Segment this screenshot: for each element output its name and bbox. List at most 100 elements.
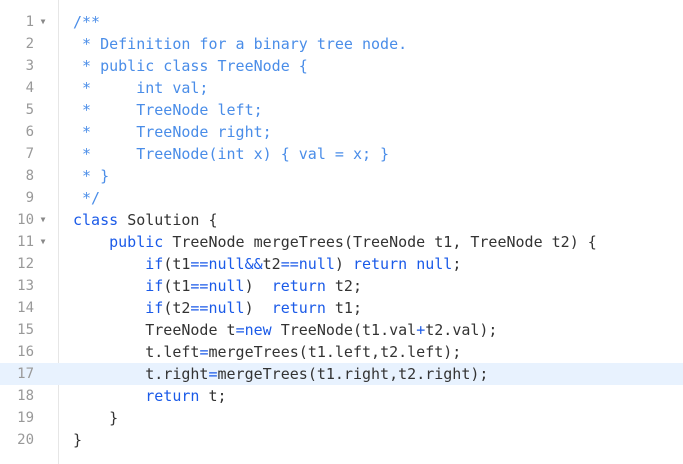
- code-token: val: [452, 321, 480, 339]
- code-token: mergeTrees: [208, 343, 299, 361]
- code-token: TreeNode: [145, 321, 218, 339]
- code-line[interactable]: 15 TreeNode t=new TreeNode(t1.val+t2.val…: [0, 319, 683, 341]
- code-token: t: [226, 321, 236, 339]
- code-token: [73, 409, 109, 427]
- code-token: ;: [217, 387, 227, 405]
- code-token: [254, 277, 272, 295]
- code-line[interactable]: 10▼class Solution {: [0, 209, 683, 231]
- keyword-token: return: [145, 387, 200, 405]
- code-token: mergeTrees: [217, 365, 308, 383]
- operator-token: &&: [244, 255, 263, 273]
- code-token: right: [343, 365, 390, 383]
- code-token: mergeTrees: [253, 233, 344, 251]
- code-line[interactable]: 3 * public class TreeNode {: [0, 55, 683, 77]
- line-number: 13: [17, 278, 34, 294]
- code-text: /**: [73, 11, 100, 33]
- line-number: 8: [25, 168, 34, 184]
- code-token: t1: [316, 365, 335, 383]
- comment-text: * TreeNode(int x) { val = x; }: [73, 145, 390, 163]
- code-token: .: [154, 343, 164, 361]
- line-number: 20: [17, 432, 34, 448]
- code-line[interactable]: 11▼ public TreeNode mergeTrees(TreeNode …: [0, 231, 683, 253]
- code-token: }: [109, 409, 119, 427]
- code-token: ;: [352, 277, 362, 295]
- line-number: 10: [17, 212, 34, 228]
- code-token: [326, 277, 335, 295]
- code-line[interactable]: 20}: [0, 429, 683, 451]
- code-token: t1: [362, 321, 381, 339]
- line-number: 3: [25, 58, 34, 74]
- code-text: if(t1==null) return t2;: [73, 275, 362, 297]
- comment-text: * }: [73, 167, 110, 185]
- code-token: (: [343, 233, 353, 251]
- code-line[interactable]: 13 if(t1==null) return t2;: [0, 275, 683, 297]
- fold-chevron-icon[interactable]: ▼: [40, 17, 46, 26]
- code-token: t1: [307, 343, 326, 361]
- line-number: 5: [25, 102, 34, 118]
- code-line[interactable]: 1 ▼ /**: [0, 11, 683, 33]
- code-line[interactable]: 6 * TreeNode right;: [0, 121, 683, 143]
- code-line[interactable]: 14 if(t2==null) return t1;: [0, 297, 683, 319]
- keyword-token: public: [109, 233, 164, 251]
- code-token: t2: [425, 321, 444, 339]
- code-token: left: [407, 343, 444, 361]
- code-token: [254, 299, 272, 317]
- line-number: 4: [25, 80, 34, 96]
- code-token: .: [334, 365, 344, 383]
- code-token: .: [416, 365, 426, 383]
- code-token: {: [208, 211, 218, 229]
- code-token: TreeNode: [172, 233, 245, 251]
- code-token: [163, 233, 172, 251]
- comment-text: /**: [73, 13, 101, 31]
- keyword-token: null: [416, 255, 453, 273]
- line-number: 11: [17, 234, 34, 250]
- code-line[interactable]: 5 * TreeNode left;: [0, 99, 683, 121]
- code-text: }: [73, 429, 82, 451]
- code-token: ,: [452, 233, 462, 251]
- comment-text: * TreeNode left;: [73, 101, 263, 119]
- operator-token: ==: [190, 277, 209, 295]
- comment-text: * Definition for a binary tree node.: [73, 35, 408, 53]
- code-token: .: [380, 321, 390, 339]
- code-line[interactable]: 9 */: [0, 187, 683, 209]
- code-token: t1: [334, 299, 353, 317]
- keyword-token: class: [73, 211, 119, 229]
- code-line[interactable]: 19 }: [0, 407, 683, 429]
- code-line[interactable]: 16 t.left=mergeTrees(t1.left,t2.left);: [0, 341, 683, 363]
- code-text: * TreeNode right;: [73, 121, 272, 143]
- line-number: 1: [25, 14, 34, 30]
- code-token: [73, 343, 145, 361]
- code-token: [73, 255, 145, 273]
- code-lines: 1 ▼ /** 2 * Definition for a binary tree no…: [0, 11, 683, 451]
- code-text: * public class TreeNode {: [73, 55, 308, 77]
- code-line[interactable]: 2 * Definition for a binary tree node.: [0, 33, 683, 55]
- code-token: left: [334, 343, 372, 361]
- code-line[interactable]: 12 if(t1==null&&t2==null) return null;: [0, 253, 683, 275]
- code-token: right: [425, 365, 471, 383]
- code-token: (: [163, 255, 173, 273]
- code-token: [326, 299, 335, 317]
- code-token: [407, 255, 416, 273]
- fold-chevron-icon[interactable]: ▼: [40, 237, 46, 246]
- code-text: * }: [73, 165, 109, 187]
- code-token: t1: [172, 277, 191, 295]
- comment-text: * public class TreeNode {: [73, 57, 308, 75]
- code-line[interactable]: 17 t.right=mergeTrees(t1.right,t2.right)…: [0, 363, 683, 385]
- code-token: [73, 233, 109, 251]
- code-token: [245, 233, 254, 251]
- fold-chevron-icon[interactable]: ▼: [40, 215, 46, 224]
- keyword-token: null: [208, 277, 245, 295]
- code-line[interactable]: 8 * }: [0, 165, 683, 187]
- code-line[interactable]: 18 return t;: [0, 385, 683, 407]
- code-token: ;: [452, 255, 462, 273]
- code-text: if(t2==null) return t1;: [73, 297, 362, 319]
- code-token: }: [73, 431, 83, 449]
- code-line[interactable]: 4 * int val;: [0, 77, 683, 99]
- code-token: ): [569, 233, 579, 251]
- code-token: ): [244, 299, 254, 317]
- code-token: [543, 233, 552, 251]
- code-token: t2: [262, 255, 281, 273]
- code-text: * TreeNode left;: [73, 99, 263, 121]
- code-line[interactable]: 7 * TreeNode(int x) { val = x; }: [0, 143, 683, 165]
